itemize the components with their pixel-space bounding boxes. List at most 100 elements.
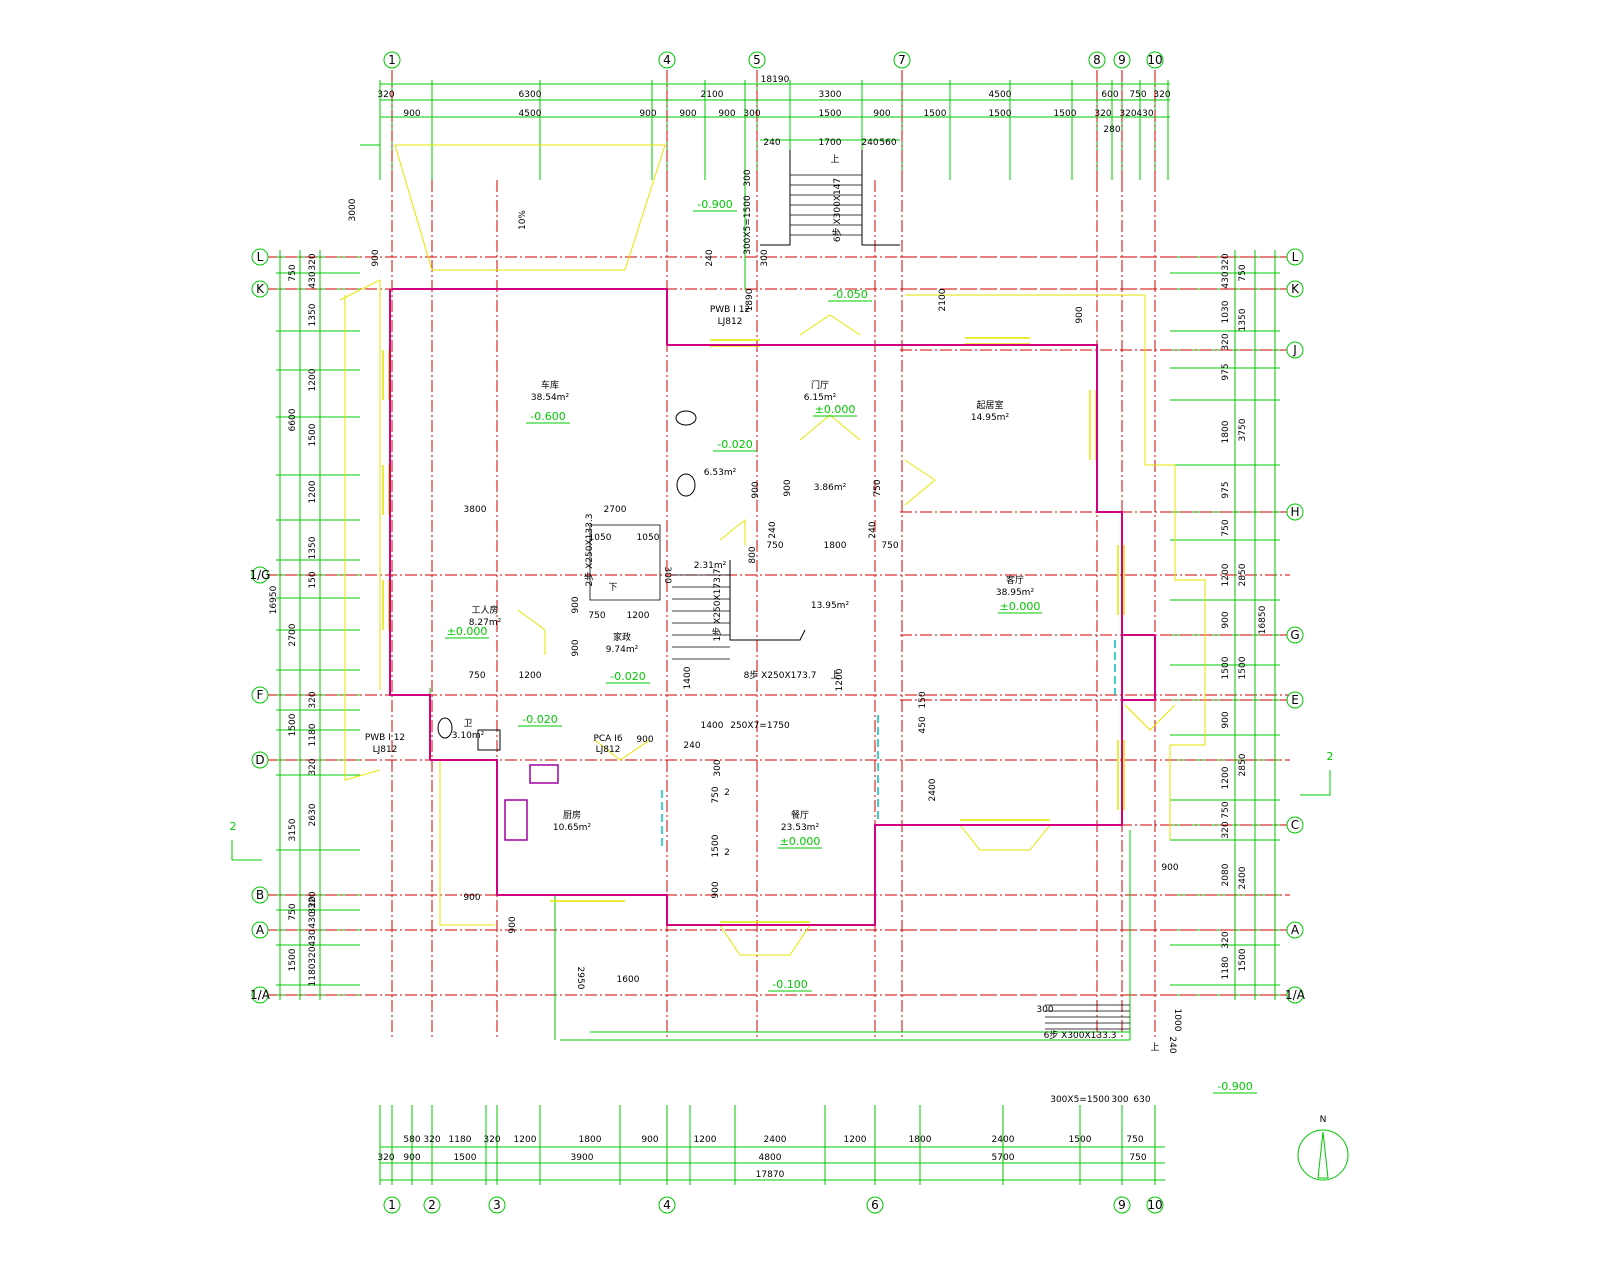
dim-interior: 750 (468, 671, 485, 681)
dim-left-inner: 430 (308, 271, 318, 288)
dim-right-inner: 320 (1221, 821, 1231, 838)
dim-interior: 300 (662, 566, 672, 583)
stair-outline (589, 524, 661, 601)
axis-bubble-left-circle (251, 686, 269, 704)
dim-interior: 900 (1161, 863, 1178, 873)
dim-top-row2: 300 (743, 109, 760, 119)
dim-right-inner: 975 (1221, 363, 1231, 380)
room-area: 14.95m² (971, 413, 1010, 423)
dim-bottom-row2: 1500 (454, 1153, 477, 1163)
dim-right-total: 16850 (1258, 605, 1268, 634)
elevation-mark: ±0.000 (815, 403, 856, 416)
basin-fixture (676, 473, 696, 497)
stove-fixture (529, 764, 559, 784)
toilet-fixture (675, 410, 697, 426)
dim-right-inner: 750 (1221, 801, 1231, 818)
room-area: 2.31m² (694, 561, 727, 571)
dim-interior: 1400 (701, 721, 724, 731)
axis-bubble-bottom: 2 (428, 1198, 436, 1212)
dim-bottom-row1: 1200 (514, 1135, 537, 1145)
dim-top-misc: 300X5=1500 (743, 195, 753, 255)
axis-bubble-right: J (1292, 343, 1297, 357)
stair-label: 8步 X250X173.7 (744, 670, 817, 681)
dimension-lines (279, 83, 1276, 1181)
grid-extension-lines (276, 80, 1280, 1185)
elevation-mark: -0.100 (772, 978, 807, 991)
dim-interior: 900 (636, 735, 653, 745)
door-swing (799, 314, 861, 336)
dim-right-inner: 1200 (1221, 766, 1231, 789)
axis-bubble-left: F (257, 688, 264, 702)
axis-bubble-right: C (1291, 818, 1299, 832)
axis-bubble-left-circle (251, 751, 269, 769)
axis-bubble-bottom-circle (1113, 1196, 1131, 1214)
dim-bottom-misc: 900 (508, 916, 518, 933)
dim-top-row2: 1500 (1054, 109, 1077, 119)
dim-interior: 750 (588, 611, 605, 621)
dim-interior: 900 (783, 479, 793, 496)
dim-bottom-misc: 300 (1036, 1005, 1053, 1015)
dim-left-mid: 1500 (288, 713, 298, 736)
room-area: 13.95m² (811, 601, 850, 611)
dim-interior: 240 (768, 521, 778, 538)
axis-bubble-left-circle (251, 248, 269, 266)
stair-label: 1步 X250X173.7 (712, 569, 723, 642)
dim-top-row2: 4500 (519, 109, 542, 119)
tag-label: 2 (724, 848, 730, 858)
room-name: 厨房 (563, 809, 581, 821)
tag-label: LJ812 (596, 745, 621, 755)
dim-top-misc: 560 (879, 138, 896, 148)
dim-interior: 150 (918, 691, 928, 708)
axis-bubble-left: 1/G (250, 568, 271, 582)
axis-bubble-bottom-circle (383, 1196, 401, 1214)
dim-top-row1: 6300 (519, 90, 542, 100)
axis-bubble-left-circle (251, 986, 269, 1004)
elevation-mark: -0.600 (530, 410, 565, 423)
dim-right-inner: 320 (1221, 253, 1231, 270)
dim-right-inner: 1500 (1221, 656, 1231, 679)
dim-bottom-row2: 900 (403, 1153, 420, 1163)
tag-label: PWB I 12 (365, 733, 405, 743)
dim-bottom-misc: 630 (1133, 1095, 1150, 1105)
axis-bubble-left: K (256, 282, 265, 296)
north-label: N (1320, 1115, 1327, 1125)
stair-label: 上 (1150, 1042, 1159, 1053)
dim-bottom-row1: 580 (403, 1135, 420, 1145)
axis-bubble-top-circle (1146, 51, 1164, 69)
north-arrow-circle (1297, 1129, 1349, 1181)
dim-left-inner: 430 (308, 929, 318, 946)
axis-bubble-bottom: 4 (663, 1198, 671, 1212)
eave-outline-garage (394, 144, 666, 271)
dim-interior: 1200 (835, 668, 845, 691)
section-mark (231, 840, 262, 861)
axis-bubble-left: 1/A (250, 988, 271, 1002)
axis-bubble-top-circle (383, 51, 401, 69)
stair-label: 上 (830, 670, 839, 681)
tag-label: 2 (1327, 750, 1334, 763)
dim-interior: 3800 (464, 505, 487, 515)
axis-bubble-right-circle (1286, 921, 1304, 939)
tag-label: LJ812 (718, 317, 743, 327)
wall-main (430, 344, 1123, 926)
tag-label: 2 (230, 820, 237, 833)
dim-right-outer: 2400 (1238, 866, 1248, 889)
dim-top-row2: 320 (1094, 109, 1111, 119)
wall-left (389, 289, 431, 760)
axis-bubble-left-circle (251, 566, 269, 584)
tag-label: 2 (724, 788, 730, 798)
dim-top-row2: 430 (1136, 109, 1153, 119)
dim-bottom-misc: 1600 (617, 975, 640, 985)
axis-bubble-bottom: 1 (388, 1198, 396, 1212)
dim-bottom-total: 17870 (756, 1170, 785, 1180)
dim-bottom-row2: 5700 (992, 1153, 1015, 1163)
dim-left-inner: 320 (308, 253, 318, 270)
dim-bottom-row1: 1200 (694, 1135, 717, 1145)
walls (389, 288, 1156, 926)
dim-left-inner: 320 (308, 691, 318, 708)
axis-bubble-right: G (1290, 628, 1299, 642)
dim-bottom-row1: 900 (641, 1135, 658, 1145)
dim-bottom-row1: 1500 (1069, 1135, 1092, 1145)
tag-label: PCA I6 (593, 734, 622, 744)
dim-left-inner: 430 (308, 911, 318, 928)
